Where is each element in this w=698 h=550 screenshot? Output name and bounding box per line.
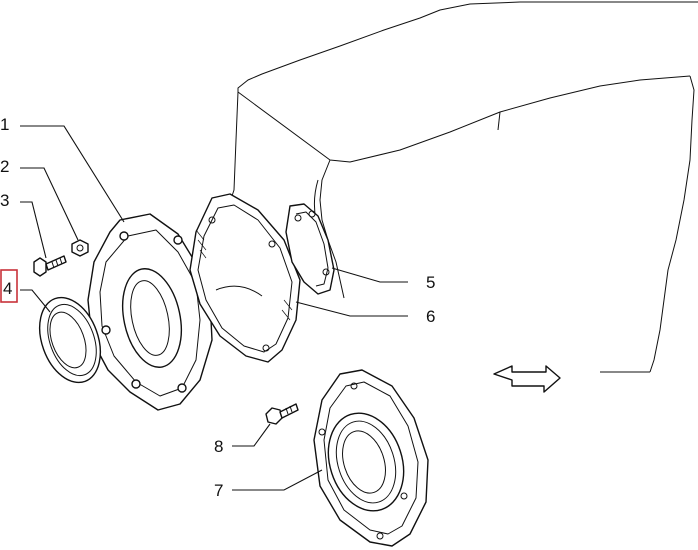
part-4-seal-ring (38, 296, 102, 384)
part-2-nut (71, 239, 89, 257)
callout-5[interactable]: 5 (426, 273, 435, 292)
part-1-flange-housing (87, 213, 213, 411)
part-6-gasket (189, 193, 301, 363)
leader-lines (20, 125, 408, 491)
part-8-bolt (265, 403, 299, 425)
callout-6[interactable]: 6 (426, 307, 435, 326)
part-3-bolt (33, 255, 67, 277)
callout-7[interactable]: 7 (214, 481, 223, 500)
callout-4[interactable]: 4 (3, 279, 12, 298)
direction-arrow-icon (493, 365, 561, 393)
callout-numbers: 1 2 3 4 5 6 8 7 (0, 115, 435, 500)
engine-block (231, 1, 698, 373)
part-5-cover-plate (285, 203, 335, 295)
part-7-rear-cover (313, 369, 429, 547)
callout-1[interactable]: 1 (0, 115, 9, 134)
callout-2[interactable]: 2 (0, 157, 9, 176)
callout-8[interactable]: 8 (214, 437, 223, 456)
callout-4-highlight-box (0, 269, 18, 303)
callout-3[interactable]: 3 (0, 191, 9, 210)
